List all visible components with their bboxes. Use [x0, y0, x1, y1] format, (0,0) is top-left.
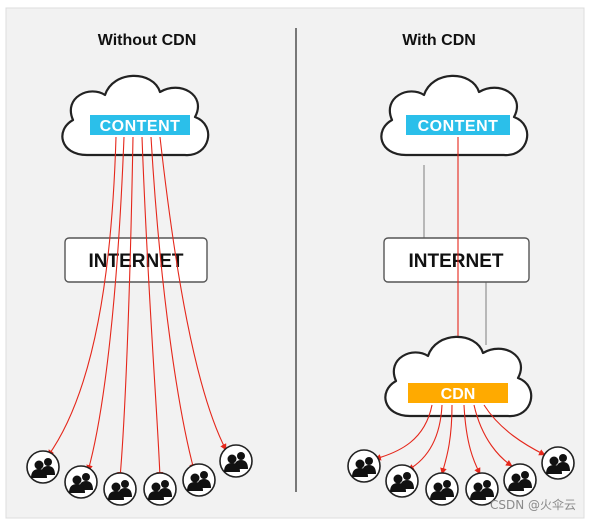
right-panel: With CDN CONTENT INTERNET CDN: [347, 32, 575, 506]
left-user-group-6-icon: [219, 444, 253, 478]
right-user-group-3-icon: [425, 472, 459, 506]
left-arrow-1: [47, 136, 117, 457]
right-user-group-5-icon: [503, 463, 537, 497]
right-user-group-6-icon: [541, 446, 575, 480]
right-content-label: CONTENT: [418, 118, 499, 135]
left-arrow-3: [117, 136, 134, 479]
left-arrow-2: [86, 136, 125, 472]
right-arrows: [374, 404, 546, 475]
right-arrow-1: [374, 404, 433, 461]
right-internet-label: INTERNET: [409, 251, 504, 272]
left-user-group-5-icon: [182, 463, 216, 497]
left-arrows: [47, 136, 227, 479]
right-internet-box: [383, 237, 530, 283]
left-user-group-1-icon: [26, 450, 60, 484]
left-panel-title: Without CDN: [98, 32, 197, 49]
right-arrow-6: [483, 404, 546, 456]
left-arrow-4: [141, 136, 164, 479]
left-internet-label: INTERNET: [89, 251, 184, 272]
right-arrow-5: [473, 404, 513, 467]
right-arrow-4: [463, 404, 481, 475]
right-arrow-3: [440, 404, 453, 475]
left-arrow-6: [159, 136, 227, 451]
right-user-group-2-icon: [385, 464, 419, 498]
left-user-group-3-icon: [103, 472, 137, 506]
left-content-label: CONTENT: [100, 118, 181, 135]
right-user-group-1-icon: [347, 449, 381, 483]
left-user-group-2-icon: [64, 465, 98, 499]
right-cdn-label-bg: [408, 383, 508, 403]
left-panel: Without CDN CONTENT INTERNET: [26, 32, 253, 506]
left-arrow-5: [150, 136, 196, 471]
left-internet-box: [64, 237, 208, 283]
left-content-label-bg: [90, 115, 190, 135]
right-cdn-label: CDN: [441, 386, 476, 403]
watermark: CSDN @火伞云: [489, 498, 576, 512]
right-content-label-bg: [406, 115, 510, 135]
left-user-group-4-icon: [143, 472, 177, 506]
right-panel-title: With CDN: [402, 32, 476, 49]
right-arrow-2: [407, 404, 443, 471]
